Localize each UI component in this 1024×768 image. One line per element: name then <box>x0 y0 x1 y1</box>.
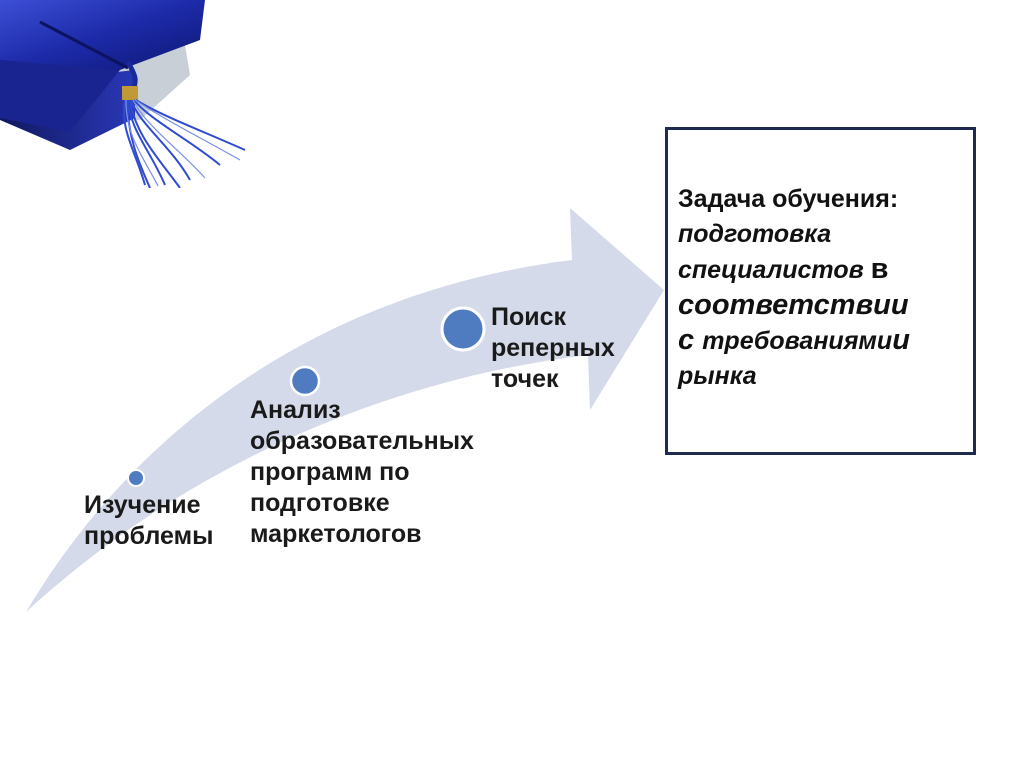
task-heading: Задача обучения: <box>678 185 899 213</box>
task-line: подготовка <box>678 220 832 248</box>
task-fragment: требованиями <box>702 327 893 355</box>
step-label-reference-points: Поиск реперных точек <box>491 302 615 395</box>
step-label-line: Изучение <box>84 491 201 519</box>
task-line: рынка <box>678 362 757 390</box>
learning-task-text: Задача обучения: подготовка специалистов… <box>678 182 974 394</box>
step-label-line: образовательных <box>250 427 474 455</box>
step-label-line: Анализ <box>250 396 341 424</box>
graduation-cap-icon <box>0 0 246 188</box>
task-line: с требованиямии <box>678 323 974 359</box>
step-2-node <box>289 365 321 397</box>
step-label-line: Поиск <box>491 303 567 331</box>
step-label-line: подготовке <box>250 489 390 517</box>
step-label-line: реперных <box>491 334 615 362</box>
step-label-line: программ по <box>250 458 410 486</box>
arrow-shape <box>26 208 664 612</box>
task-fragment: и <box>892 324 910 356</box>
task-line: специалистов в <box>678 252 974 288</box>
task-fragment: специалистов <box>678 256 871 284</box>
task-line: соответствии <box>678 289 909 321</box>
step-3-node <box>440 306 486 352</box>
task-fragment: в <box>870 253 889 285</box>
step-1-node <box>127 469 145 487</box>
step-label-line: проблемы <box>84 522 214 550</box>
learning-task-box: Задача обучения: подготовка специалистов… <box>665 127 976 455</box>
task-fragment: с <box>678 324 703 356</box>
step-label-study-problem: Изучение проблемы <box>84 490 213 552</box>
step-label-analysis: Анализ образовательных программ по подго… <box>250 395 474 550</box>
step-label-line: маркетологов <box>250 520 422 548</box>
step-label-line: точек <box>491 365 559 393</box>
